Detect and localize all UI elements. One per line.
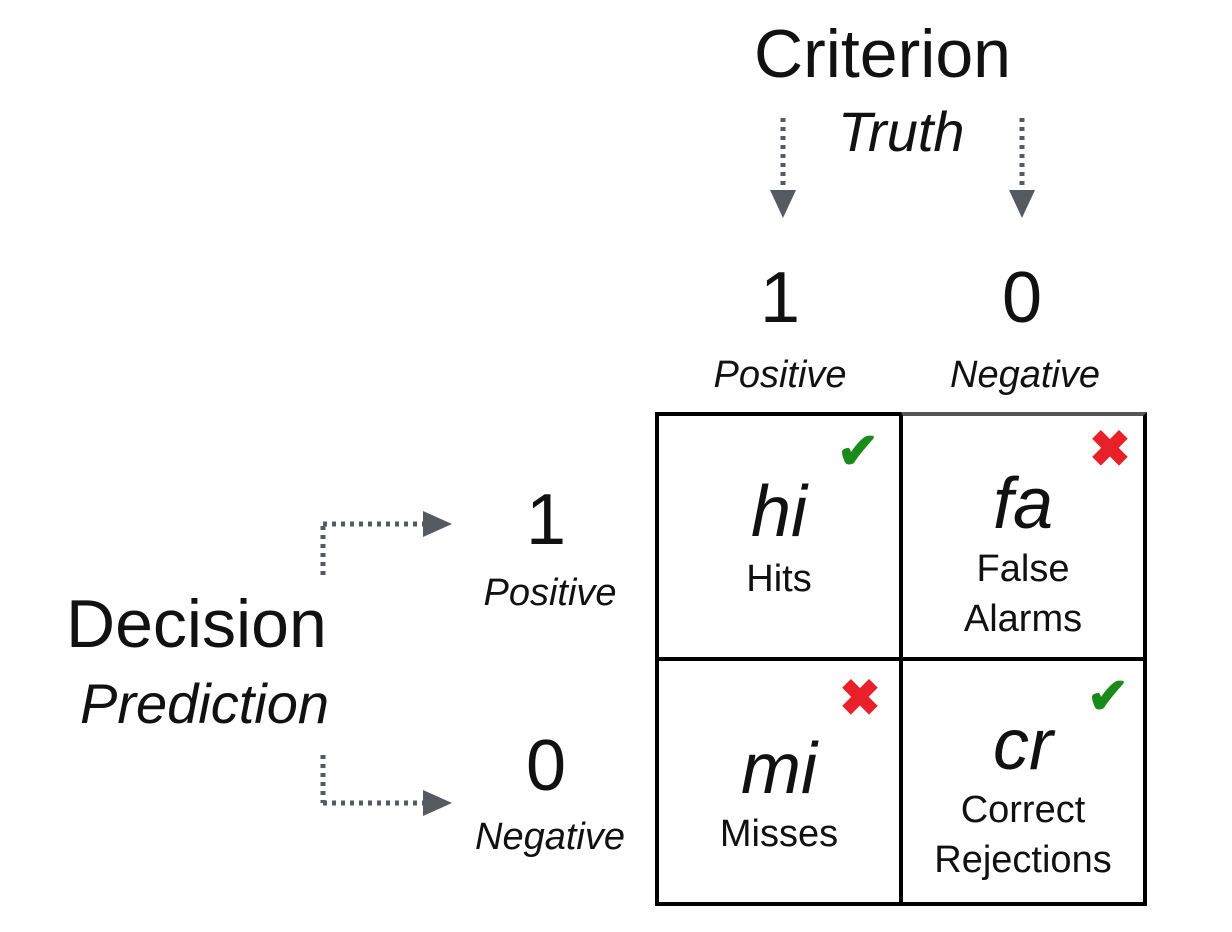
criterion-subtitle: Truth (838, 100, 965, 163)
column-value-negative: 0 (1001, 258, 1043, 338)
cell-misses: mi Misses ✖ (655, 659, 901, 906)
cell-misses-abbr: mi (741, 729, 817, 809)
criterion-arrow-negative (1009, 118, 1035, 218)
cell-false-alarms: fa False Alarms ✖ (901, 412, 1147, 659)
decision-subtitle: Prediction (80, 672, 330, 735)
decision-title: Decision (66, 586, 327, 662)
cell-false-alarms-name: False Alarms (963, 548, 1083, 640)
cell-hits-name: Hits (746, 558, 812, 600)
decision-arrow-negative (320, 755, 452, 816)
check-icon: ✔ (837, 423, 879, 479)
row-value-negative: 0 (525, 726, 567, 806)
row-label-negative: Negative (475, 816, 625, 858)
confusion-matrix: hi Hits ✔ fa False Alarms ✖ mi Misses ✖ … (655, 412, 1147, 906)
cross-icon: ✖ (839, 670, 881, 726)
cell-correct-rejections-abbr: cr (993, 705, 1053, 785)
cross-icon: ✖ (1089, 421, 1131, 477)
cell-false-alarms-abbr: fa (992, 464, 1054, 544)
column-label-positive: Positive (713, 354, 847, 396)
cell-correct-rejections: cr Correct Rejections ✔ (901, 659, 1147, 906)
row-value-positive: 1 (525, 480, 567, 560)
cell-hits-abbr: hi (750, 472, 808, 552)
column-label-negative: Negative (950, 354, 1100, 396)
column-value-positive: 1 (759, 258, 801, 338)
cell-correct-rejections-name: Correct Rejections (934, 789, 1112, 881)
criterion-title: Criterion (754, 16, 1011, 92)
criterion-arrow-positive (770, 118, 796, 218)
row-label-positive: Positive (483, 572, 617, 614)
decision-arrow-positive (320, 511, 452, 575)
cell-misses-name: Misses (719, 813, 839, 855)
check-icon: ✔ (1087, 668, 1129, 724)
cell-hits: hi Hits ✔ (655, 412, 901, 659)
